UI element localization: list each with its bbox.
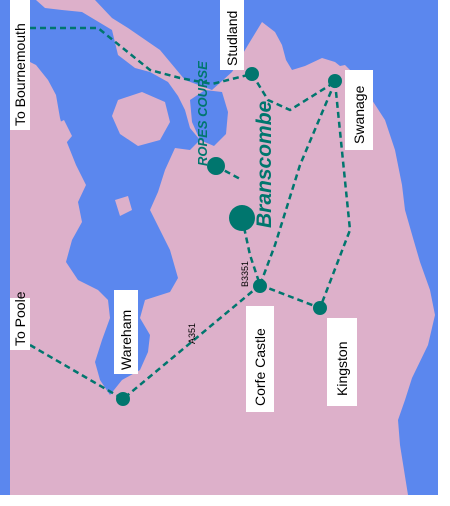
teal-dot-icon [328, 74, 342, 88]
route-lines [29, 26, 352, 401]
label-corfe-castle[interactable]: Corfe Castle [246, 306, 274, 412]
label-kingston[interactable]: Kingston [327, 318, 357, 406]
label-box [10, 0, 30, 130]
island-tiny [115, 196, 132, 216]
harbour-inlet [190, 90, 228, 146]
label-text: To Poole [12, 291, 28, 346]
route-swanage-kingston [318, 81, 352, 309]
label-text: Corfe Castle [252, 328, 268, 406]
route-studland-swanage [250, 73, 336, 112]
teal-dot-icon [207, 157, 225, 175]
road-label-b3351: B3351 [240, 261, 250, 287]
route-poole-wareham [29, 343, 124, 401]
teal-dot-icon [116, 392, 130, 406]
teal-dot-icon [245, 67, 259, 81]
teal-dot-icon [253, 279, 267, 293]
road-label-a351: A351 [187, 323, 197, 344]
label-box [114, 290, 138, 374]
label-text: Kingston [334, 342, 350, 396]
label-box [345, 70, 373, 150]
route-bournemouth-studland [30, 26, 253, 86]
label-to-bournemouth[interactable]: To Bournemouth [10, 0, 30, 130]
island-large [112, 92, 170, 146]
label-to-poole[interactable]: To Poole [10, 291, 30, 350]
label-text: Wareham [118, 310, 134, 370]
map-margin [438, 0, 450, 506]
label-box [10, 298, 30, 350]
label-text: Studland [224, 11, 240, 66]
label-wareham[interactable]: Wareham [114, 290, 138, 374]
label-swanage[interactable]: Swanage [345, 70, 373, 150]
label-box [327, 318, 357, 406]
route-corfe-kingston [259, 283, 321, 310]
ropes-course-label: ROPES COURSE [195, 61, 210, 166]
label-studland[interactable]: Studland [220, 0, 244, 70]
label-box [246, 306, 274, 412]
map-margin-bottom [0, 495, 450, 506]
label-box [220, 0, 244, 70]
label-text: Swanage [351, 85, 367, 144]
label-text: To Bournemouth [12, 23, 28, 126]
route-swanage-corfe [258, 81, 337, 286]
teal-dot-icon [313, 301, 327, 315]
large-teal-dot-icon [229, 205, 255, 231]
island-small [48, 120, 72, 148]
branscombe-label: Branscombe [253, 100, 276, 228]
